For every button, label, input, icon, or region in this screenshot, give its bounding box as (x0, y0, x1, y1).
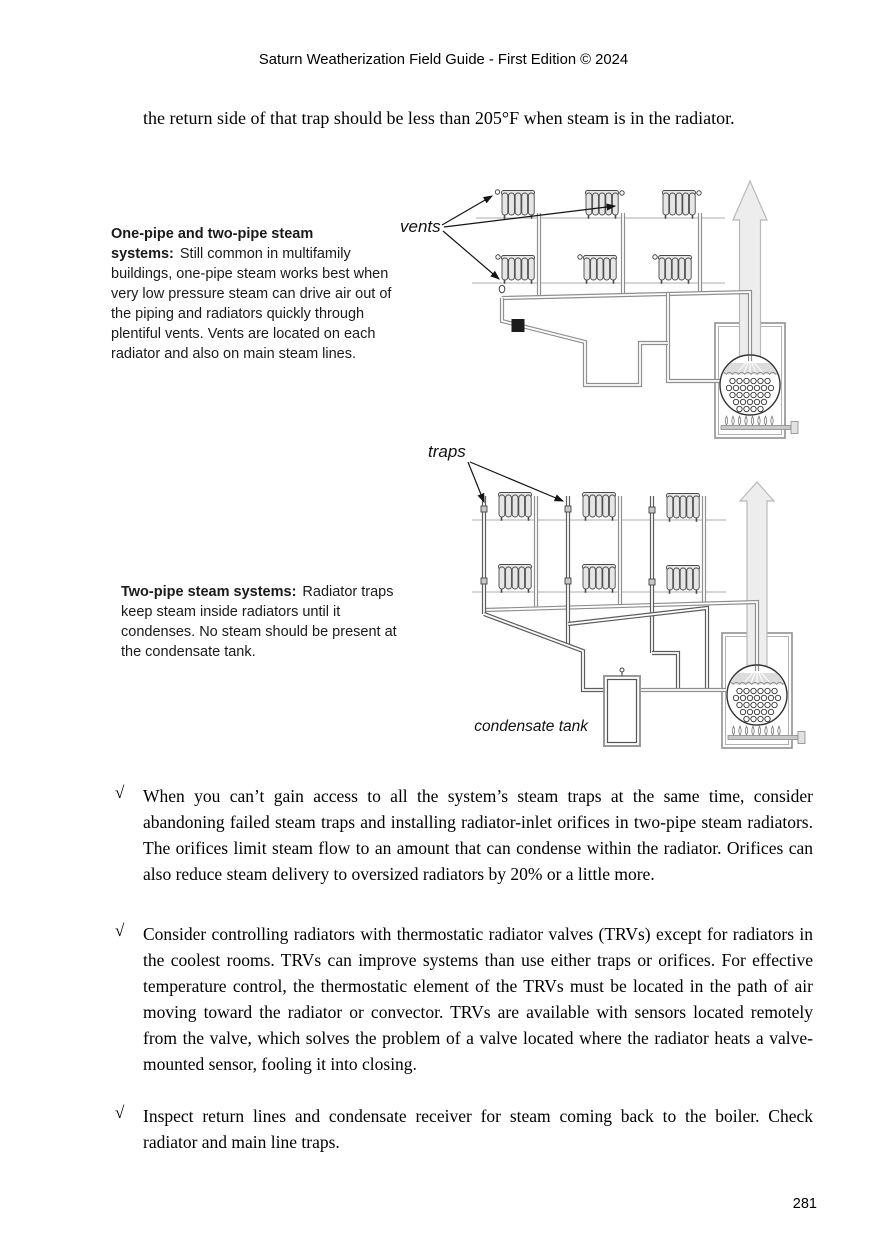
steam-piping (499, 213, 753, 388)
caption-two-pipe: Two-pipe steam systems:Radiator traps ke… (121, 582, 413, 662)
boiler (727, 665, 805, 744)
page-header: Saturn Weatherization Field Guide - Firs… (258, 52, 629, 68)
checklist-item-text: Inspect return lines and condensate rece… (143, 1106, 813, 1152)
checkmark-icon: √ (115, 921, 125, 940)
caption-one-pipe-heading: One-pipe and two-pipe steam systems: (111, 226, 314, 262)
one-pipe-steam-diagram: vents (400, 179, 810, 439)
caption-two-pipe-heading: Two-pipe steam systems: (121, 584, 297, 600)
checklist-item: √ Consider controlling radiators with th… (115, 921, 815, 1077)
steam-piping (481, 496, 760, 693)
caption-one-pipe: One-pipe and two-pipe steam systems:Stil… (111, 224, 393, 364)
intro-paragraph: the return side of that trap should be l… (143, 108, 735, 128)
checkmark-icon: √ (115, 783, 125, 802)
checklist-item: √ When you can’t gain access to all the … (115, 783, 815, 887)
vents-pointer-arrows (441, 195, 617, 280)
checklist-item-text: When you can’t gain access to all the sy… (143, 786, 813, 884)
checkmark-icon: √ (115, 1103, 125, 1122)
condensate-tank-label: condensate tank (474, 718, 589, 735)
caption-one-pipe-text: Still common in multifamily buildings, o… (111, 246, 392, 362)
radiator-vents (494, 189, 702, 294)
radiators (500, 189, 697, 285)
boiler (720, 355, 798, 434)
checklist-item-text: Consider controlling radiators with ther… (143, 924, 813, 1074)
traps-label: traps (428, 442, 466, 461)
checklist-item: √ Inspect return lines and condensate re… (115, 1103, 815, 1155)
radiators (497, 491, 701, 595)
floor-lines (472, 519, 726, 593)
caption-two-pipe-text: Radiator traps keep steam inside radiato… (121, 584, 397, 660)
two-pipe-steam-diagram: traps condensate tank (428, 442, 820, 749)
traps-pointer-arrows (467, 461, 565, 504)
condensate-tank (603, 667, 641, 747)
main-valve (511, 319, 525, 332)
page-number: 281 (792, 1196, 817, 1212)
vents-label: vents (400, 217, 441, 236)
radiator-traps (480, 505, 656, 586)
